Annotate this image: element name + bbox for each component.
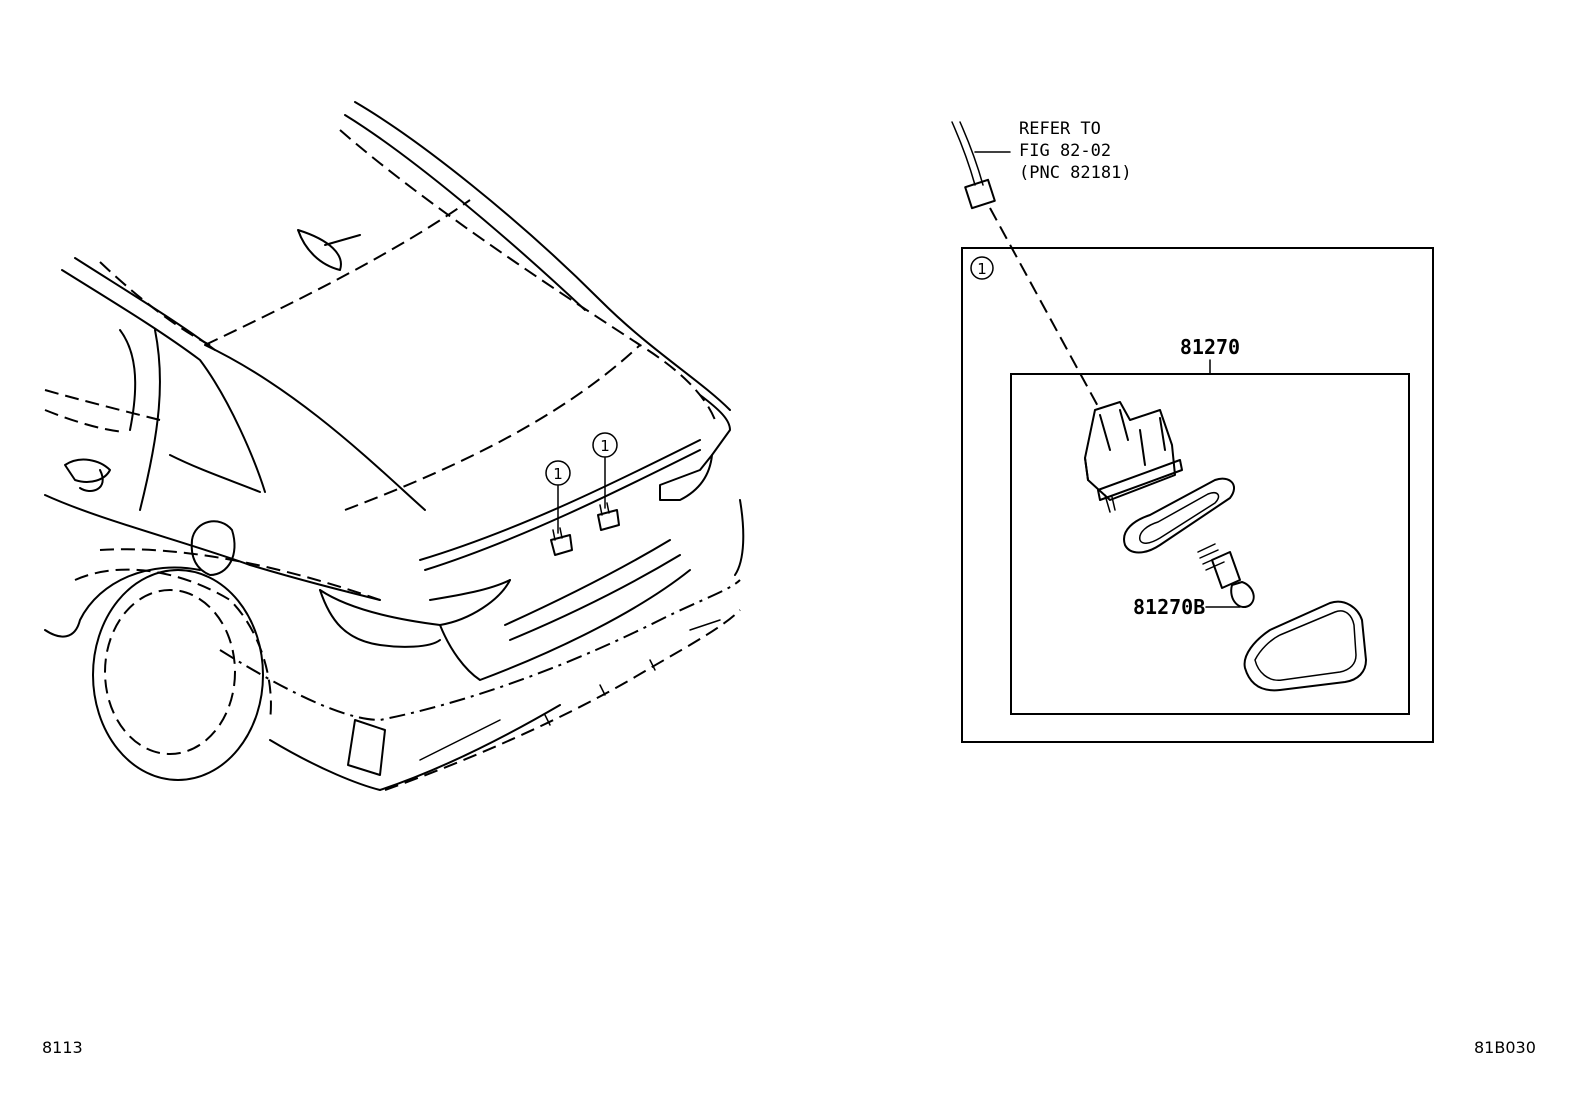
license-lamp-left <box>550 527 573 556</box>
footer-left-code: 8113 <box>42 1038 83 1057</box>
license-lamp-right <box>597 502 620 531</box>
detail-frame <box>961 247 1434 743</box>
harness-connector <box>964 178 996 210</box>
reference-note-line1: REFER TO <box>1019 119 1101 139</box>
part-number-assembly: 81270 <box>1180 335 1240 359</box>
svg-text:1: 1 <box>553 465 563 483</box>
callout-marker-left: 1 <box>545 460 571 534</box>
assembly-frame <box>1010 373 1410 715</box>
callout-marker-right: 1 <box>592 432 618 509</box>
bulb-81270B <box>1197 543 1255 608</box>
harness-wire <box>951 121 1101 411</box>
svg-text:1: 1 <box>600 437 610 455</box>
reference-note-line2: FIG 82-02 <box>1019 141 1111 161</box>
footer-right-code: 81B030 <box>1474 1038 1536 1057</box>
detail-callout-number: 1 <box>977 260 987 278</box>
detail-callout-circle <box>970 256 994 280</box>
car-rear-illustration <box>44 101 745 791</box>
lamp-gasket <box>1123 477 1235 554</box>
part-number-bulb: 81270B <box>1133 595 1205 619</box>
lamp-lens <box>1243 600 1367 692</box>
reference-note-line3: (PNC 82181) <box>1019 163 1132 183</box>
lamp-socket <box>1084 401 1183 513</box>
connection-leader <box>989 207 1101 411</box>
